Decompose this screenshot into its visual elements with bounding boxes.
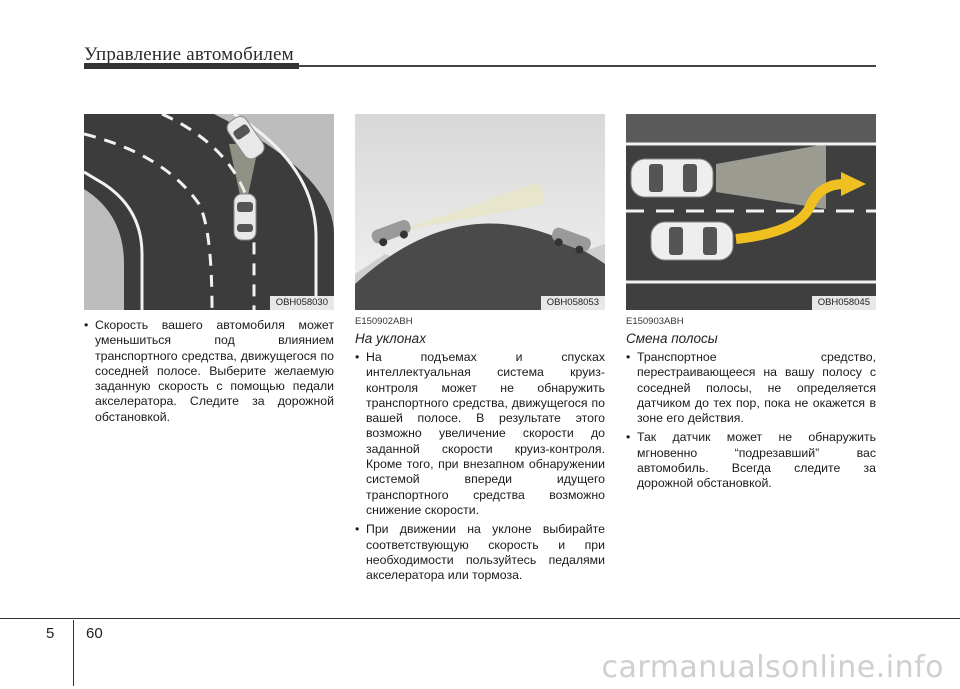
header-rule	[84, 65, 876, 67]
figure-code: OBH058030	[269, 296, 334, 310]
figure-hill: OBH058053	[355, 114, 605, 310]
col2-bullet-list: На подъемах и спусках интеллектуальная с…	[355, 350, 605, 587]
footer-rule-left	[0, 618, 74, 619]
chapter-number: 5	[46, 625, 55, 642]
col1-bullet-list: Скорость вашего автомобиля может уменьши…	[84, 318, 334, 429]
page-header-title: Управление автомобилем	[84, 44, 294, 65]
col3-section-code: E150903ABH	[626, 316, 684, 327]
col1-bullet-1: Скорость вашего автомобиля может уменьши…	[84, 318, 334, 425]
figure-lane-change: OBH058045	[626, 114, 876, 310]
lane-change-illustration	[626, 114, 876, 310]
watermark: carmanualsonline.info	[601, 650, 944, 685]
figure-code: OBH058053	[540, 296, 605, 310]
col2-bullet-1: На подъемах и спусках интеллектуальная с…	[355, 350, 605, 518]
col3-bullet-list: Транспортное средство, перестраивающееся…	[626, 350, 876, 496]
col3-bullet-2: Так датчик может не обнаружить мгновенно…	[626, 430, 876, 491]
figure-curve-road: OBH058030	[84, 114, 334, 310]
page-number-divider	[73, 620, 74, 686]
curve-road-illustration	[84, 114, 334, 310]
figure-code: OBH058045	[811, 296, 876, 310]
col2-section-code: E150902ABH	[355, 316, 413, 327]
footer-rule-right	[74, 618, 960, 619]
col2-subtitle: На уклонах	[355, 331, 426, 346]
col3-bullet-1: Транспортное средство, перестраивающееся…	[626, 350, 876, 426]
header-tab-bar	[84, 63, 299, 69]
col2-bullet-2: При движении на уклоне выбирайте соответ…	[355, 522, 605, 583]
hill-illustration	[355, 114, 605, 310]
col3-subtitle: Смена полосы	[626, 331, 718, 346]
page-number: 60	[86, 625, 103, 642]
